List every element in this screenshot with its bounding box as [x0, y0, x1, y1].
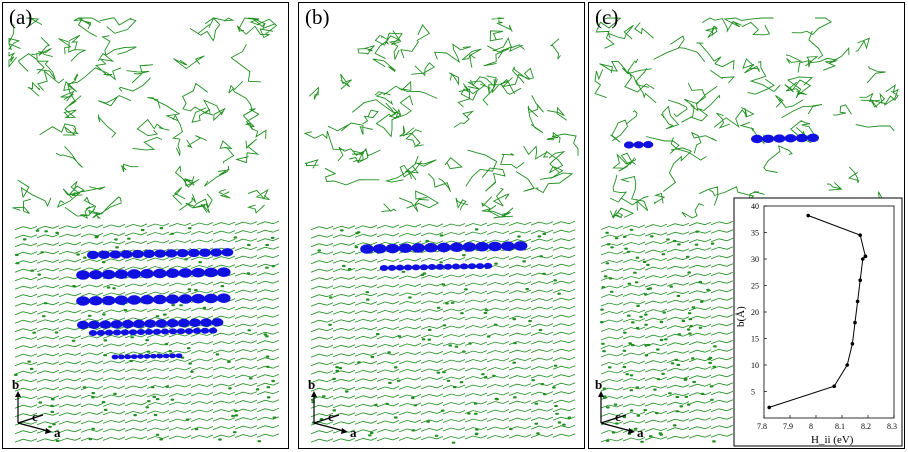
x-tick-label: 7.8	[757, 422, 767, 431]
data-point	[858, 278, 862, 283]
x-axis-label: H_ii (eV)	[811, 434, 854, 446]
data-point	[832, 384, 836, 389]
panel-a: b c a (a)	[2, 2, 289, 449]
y-tick-label: 40	[751, 202, 759, 211]
y-tick-label: 20	[751, 308, 759, 317]
y-tick-label: 10	[751, 361, 759, 370]
density-cluster-left	[623, 141, 654, 149]
y-tick-label: 30	[751, 255, 759, 264]
y-tick-label: 25	[751, 282, 759, 291]
x-tick-label: 8.1	[835, 422, 845, 431]
density-row-1	[87, 248, 234, 260]
data-point	[850, 342, 855, 346]
data-point	[853, 320, 857, 325]
axis-b-label: b	[308, 377, 315, 392]
crystalline-layers	[310, 220, 576, 444]
amorphous-network	[8, 17, 278, 219]
data-point	[845, 363, 849, 367]
density-row-1	[360, 241, 528, 254]
x-tick-label: 8.2	[861, 422, 871, 431]
data-point	[855, 299, 860, 304]
y-tick-label: 5	[751, 388, 755, 397]
axis-a-label: a	[637, 425, 644, 440]
axis-a-label: a	[54, 425, 61, 440]
density-row-2	[379, 262, 493, 271]
density-row-6	[111, 353, 183, 360]
molecular-structure-c: b c a 7.8 7.9 8 8.1 8.2 8.3 5 10 15 20 25 30 35 40H_ii (…	[594, 17, 903, 447]
data-point	[861, 257, 865, 261]
data-point	[863, 254, 868, 259]
data-point	[858, 233, 862, 237]
y-tick-label: 35	[751, 229, 759, 238]
lattice-axes: b c a	[12, 377, 61, 440]
axis-c-label: c	[615, 409, 621, 424]
density-row-5	[88, 327, 218, 336]
axis-c-label: c	[328, 409, 334, 424]
panel-label: (a)	[9, 5, 33, 29]
panel-label: (c)	[595, 5, 619, 29]
molecular-structure-b: b c a	[303, 17, 579, 444]
lattice-axes: b c a	[595, 377, 644, 440]
x-tick-label: 7.9	[783, 422, 793, 431]
density-row-4	[77, 318, 224, 330]
panel-b: b c a (b)	[298, 2, 585, 449]
density-cluster-right	[751, 133, 819, 144]
inset-chart: 7.8 7.9 8 8.1 8.2 8.3 5 10 15 20 25 30 35 40H_ii (eV)…	[733, 197, 903, 447]
molecular-structure-a: b c a	[8, 17, 280, 443]
panel-label: (b)	[305, 5, 330, 29]
lattice-axes: b c a	[308, 377, 357, 440]
axis-b-label: b	[595, 377, 602, 392]
axis-a-label: a	[350, 425, 357, 440]
axis-b-label: b	[12, 377, 19, 392]
data-point	[806, 213, 810, 218]
data-point	[767, 405, 771, 410]
density-row-2	[76, 267, 231, 280]
x-tick-label: 8.3	[887, 422, 897, 431]
crystalline-layers	[600, 220, 734, 443]
amorphous-network	[594, 17, 899, 219]
axis-c-label: c	[32, 409, 38, 424]
x-tick-label: 8	[809, 422, 813, 431]
y-tick-label: 15	[751, 335, 759, 344]
density-row-3	[76, 293, 231, 306]
y-axis-label: b(Å)	[735, 306, 747, 327]
amorphous-network	[303, 17, 579, 219]
